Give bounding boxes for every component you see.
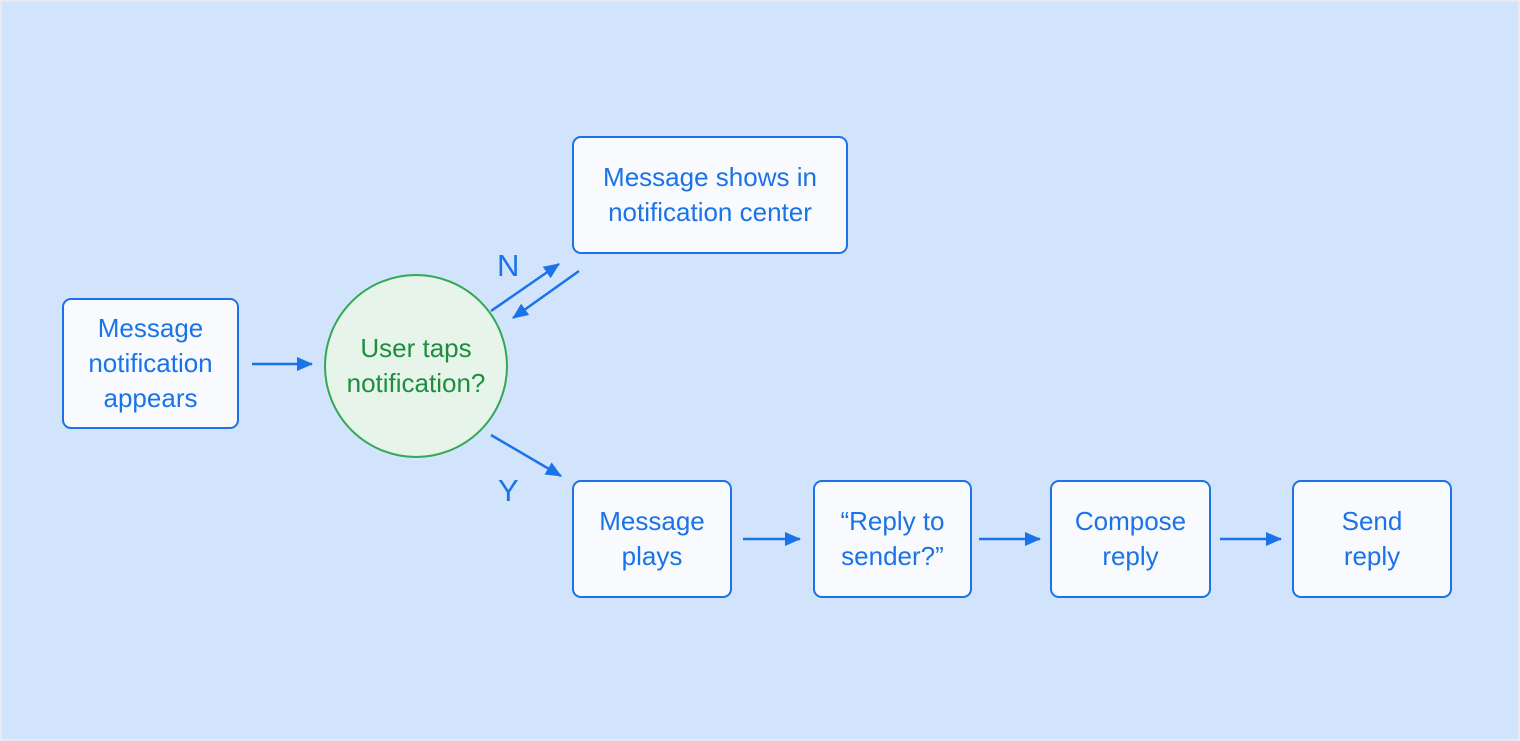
- node-label: Message notification appears: [88, 312, 213, 414]
- node-label: Message shows in notification center: [603, 161, 817, 227]
- branch-label-no: N: [497, 248, 520, 283]
- node-compose-reply: Compose reply: [1050, 480, 1211, 598]
- node-message-notification-appears: Message notification appears: [62, 298, 239, 429]
- node-label: “Reply to sender?”: [840, 505, 945, 571]
- edge-notification-center-to-decision: [512, 269, 580, 320]
- node-reply-to-sender: “Reply to sender?”: [813, 480, 972, 598]
- node-message-plays: Message plays: [572, 480, 732, 598]
- node-label: Compose reply: [1074, 505, 1187, 571]
- branch-label-yes: Y: [498, 473, 519, 508]
- node-label: User taps notification?: [346, 332, 486, 398]
- node-label: Send reply: [1341, 505, 1403, 571]
- node-label: Message plays: [599, 505, 705, 571]
- node-message-shows-in-notification-center: Message shows in notification center: [572, 136, 848, 254]
- node-user-taps-notification: User taps notification?: [324, 274, 508, 458]
- edge-decision-to-message-plays: [490, 433, 562, 478]
- node-send-reply: Send reply: [1292, 480, 1452, 598]
